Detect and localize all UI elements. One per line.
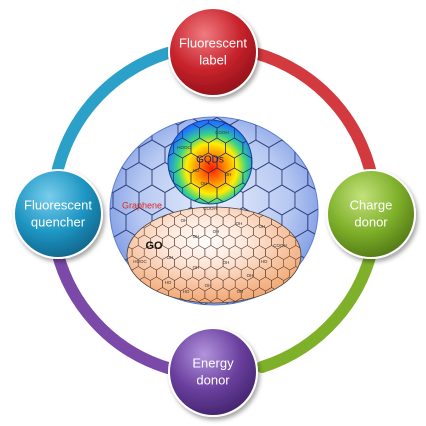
ring-arc-right-bottom bbox=[256, 234, 380, 373]
lattice-hexagon bbox=[110, 252, 127, 283]
functional-group-label: OH bbox=[236, 221, 243, 226]
node-fluorescent-label: Fluorescent label bbox=[168, 7, 258, 97]
lattice-hexagon bbox=[294, 274, 318, 305]
lattice-hexagon bbox=[114, 277, 126, 291]
lattice-hexagon bbox=[186, 297, 200, 303]
functional-group-label: HO bbox=[261, 259, 268, 264]
ring-arc-left-top bbox=[48, 47, 174, 196]
functional-group-label: HOOC bbox=[133, 259, 147, 264]
center-illustration: COOH OH OH OH OH OH COOH HOOC OH HO OH OH OH OH HO OH HO… bbox=[109, 116, 319, 312]
lattice-hexagon bbox=[190, 197, 209, 204]
node-charge-donor: Charge donor bbox=[326, 169, 416, 259]
lattice-hexagon bbox=[268, 117, 296, 126]
node-fluorescent-quencher: Fluorescent quencher bbox=[13, 169, 103, 259]
lattice-hexagon bbox=[277, 287, 290, 302]
functional-group-label: OH bbox=[223, 260, 230, 265]
lattice-hexagon bbox=[210, 297, 224, 303]
node-energy-donor-line1: Energy bbox=[192, 355, 234, 370]
lattice-hexagon bbox=[222, 297, 236, 303]
lattice-hexagon bbox=[110, 117, 127, 148]
functional-group-label: OH bbox=[167, 255, 174, 260]
lattice-hexagon bbox=[208, 197, 226, 204]
functional-group-label: OH bbox=[247, 273, 254, 278]
functional-group-label: COOH bbox=[215, 130, 229, 135]
node-fluorescent-label-line2: label bbox=[199, 52, 227, 67]
node-fluorescent-label-line1: Fluorescent bbox=[179, 35, 247, 50]
lattice-hexagon bbox=[295, 276, 301, 292]
lattice-hexagon bbox=[162, 297, 175, 303]
lattice-hexagon bbox=[137, 297, 151, 303]
ring-arc-top-right bbox=[249, 47, 380, 196]
lattice-hexagon bbox=[307, 252, 318, 283]
ring bbox=[48, 47, 380, 374]
gqds-sphere bbox=[167, 119, 253, 205]
lattice-hexagon bbox=[127, 287, 133, 302]
functional-group-label: HO bbox=[183, 289, 190, 294]
lattice-hexagon bbox=[110, 274, 114, 305]
node-energy-donor-line2: donor bbox=[196, 372, 230, 387]
node-fluorescent-quencher-line1: Fluorescent bbox=[24, 197, 92, 212]
functional-group-label: OH bbox=[201, 181, 208, 186]
node-energy-donor-circle bbox=[168, 327, 258, 417]
functional-group-label: OH bbox=[213, 229, 220, 234]
node-energy-donor: Energy donor bbox=[168, 327, 258, 417]
lattice-hexagon bbox=[150, 297, 163, 303]
lattice-hexagon bbox=[138, 117, 166, 126]
lattice-hexagon bbox=[294, 117, 318, 126]
lattice-hexagon bbox=[112, 117, 140, 126]
graphene-label: Graphene bbox=[122, 200, 162, 210]
lattice-hexagon bbox=[127, 297, 139, 303]
functional-group-label: OH bbox=[237, 289, 244, 294]
functional-group-label: HO bbox=[193, 168, 200, 173]
functional-group-label: HO bbox=[165, 280, 172, 285]
lattice-hexagon bbox=[198, 297, 212, 303]
gqds-label: GQDs bbox=[196, 155, 224, 166]
functional-group-label: OH bbox=[205, 283, 212, 288]
gqds-functional-groups: COOH HOOC OH OH HO bbox=[177, 130, 231, 186]
functional-group-label: OH bbox=[193, 265, 200, 270]
lattice-hexagon bbox=[174, 297, 187, 303]
node-fluorescent-label-circle bbox=[168, 7, 258, 97]
lattice-hexagon bbox=[289, 287, 301, 302]
lattice-hexagon bbox=[110, 139, 114, 171]
lattice-hexagon bbox=[234, 297, 248, 303]
lattice-hexagon bbox=[131, 287, 145, 302]
functional-group-label: COOH bbox=[273, 243, 287, 248]
go-functional-groups: COOH OH OH OH OH OH COOH HOOC OH HO OH OH OH OH HO OH HO bbox=[133, 206, 287, 294]
lattice-hexagon bbox=[295, 297, 301, 303]
lattice-hexagon bbox=[112, 274, 140, 305]
lattice-hexagon bbox=[307, 117, 318, 148]
lattice-hexagon bbox=[271, 297, 284, 303]
lattice-hexagon bbox=[242, 117, 270, 126]
go-label: GO bbox=[145, 240, 163, 252]
lattice-hexagon bbox=[114, 298, 126, 312]
functional-group-label: OH bbox=[181, 218, 188, 223]
functional-group-label: OH bbox=[225, 172, 232, 177]
lattice-hexagon bbox=[283, 297, 297, 303]
node-fluorescent-quencher-circle bbox=[13, 169, 103, 259]
lattice-hexagon bbox=[247, 297, 260, 303]
node-charge-donor-circle bbox=[326, 169, 416, 259]
functional-group-label: COOH bbox=[203, 206, 217, 211]
go-sheet bbox=[126, 206, 302, 304]
functional-group-label: OH bbox=[193, 234, 200, 239]
lattice-hexagon bbox=[259, 297, 272, 303]
node-charge-donor-line2: donor bbox=[354, 214, 388, 229]
ring-arc-bottom-left bbox=[49, 236, 174, 374]
node-fluorescent-quencher-line2: quencher bbox=[31, 214, 86, 229]
functional-group-label: HOOC bbox=[177, 145, 191, 150]
functional-group-label: OH bbox=[259, 224, 266, 229]
lattice-hexagon bbox=[127, 276, 139, 292]
node-charge-donor-line1: Charge bbox=[350, 197, 393, 212]
